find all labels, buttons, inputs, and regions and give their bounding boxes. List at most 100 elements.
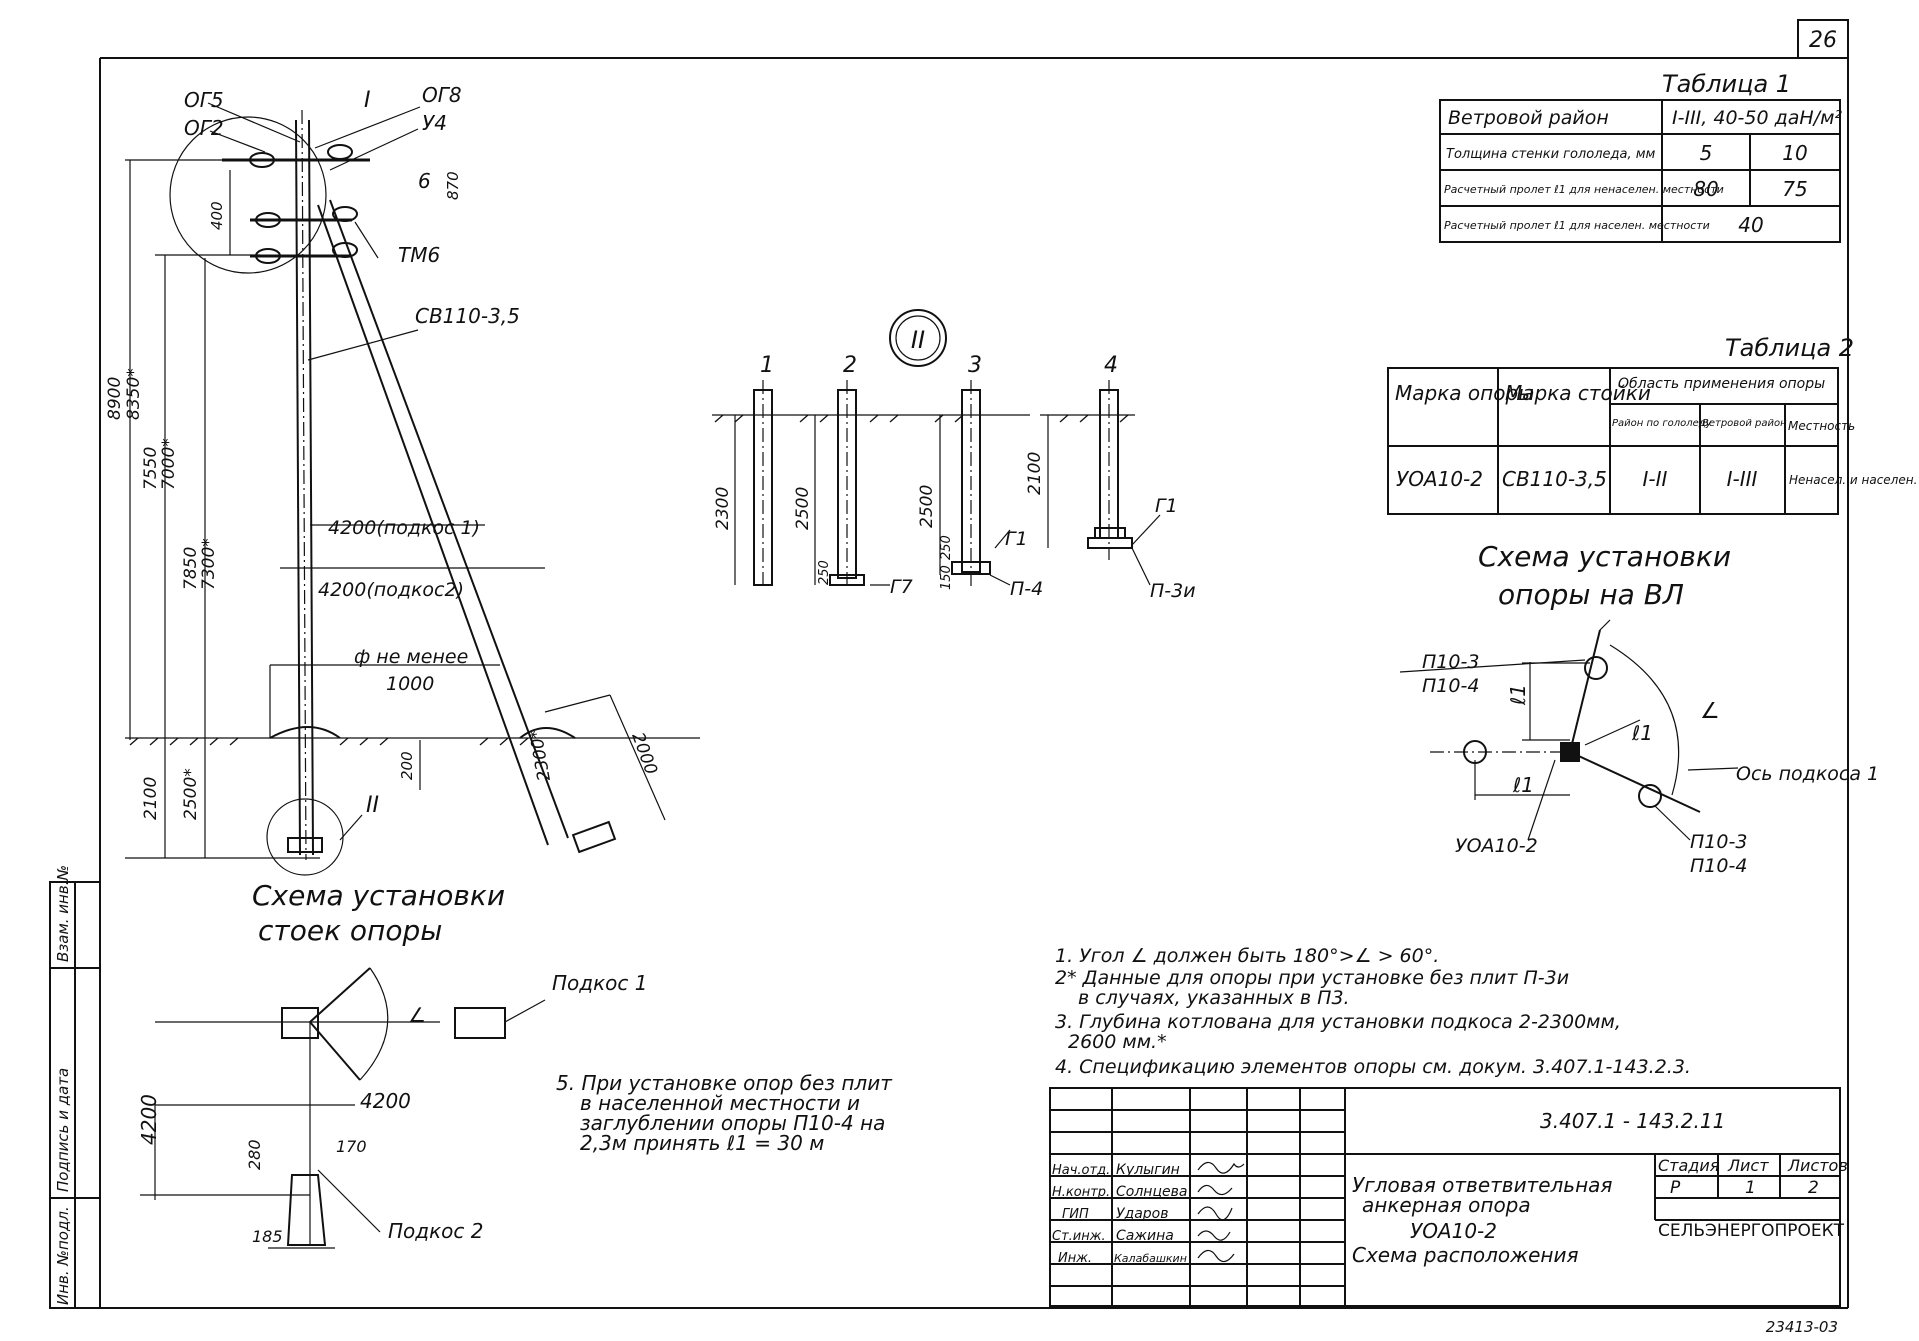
table1-row1-label: Толщина стенки гололеда, мм bbox=[1446, 147, 1656, 162]
plan-brace1: Подкос 1 bbox=[552, 971, 648, 995]
table2-row-post: СВ110-3,5 bbox=[1502, 467, 1607, 491]
dim-870: 870 bbox=[444, 171, 462, 200]
table2-col-terrain: Местность bbox=[1788, 419, 1855, 433]
table1-row2-label: Расчетный пролет ℓ1 для ненаселен. местн… bbox=[1444, 183, 1724, 196]
table2-col-post: Марка стойки bbox=[1505, 381, 1651, 405]
scheme-vl bbox=[1399, 619, 1739, 841]
sheets-header: Листов bbox=[1787, 1156, 1848, 1175]
note5-line4: 2,3м принять ℓ1 = 30 м bbox=[580, 1131, 824, 1155]
dim-7550: 7550 bbox=[141, 447, 161, 490]
main-caption-1: Схема установки bbox=[252, 879, 505, 912]
dim-7850: 7850 bbox=[181, 547, 201, 590]
label-p4: П-4 bbox=[1010, 578, 1043, 600]
scheme-l1a: ℓ1 bbox=[1506, 684, 1530, 706]
plan-4200v: 4200 bbox=[137, 1094, 161, 1145]
scheme-l1c: ℓ1 bbox=[1512, 773, 1534, 797]
table1-row2-v1: 80 bbox=[1693, 177, 1718, 201]
note-3b: 2600 мм.* bbox=[1068, 1031, 1167, 1053]
name-2: Ударов bbox=[1116, 1206, 1169, 1222]
dim-2000: 2000 bbox=[627, 730, 661, 777]
title-block bbox=[1049, 1087, 1841, 1307]
table2-col-support: Марка опоры bbox=[1395, 381, 1534, 405]
role-1: Н.контр. bbox=[1052, 1185, 1110, 1200]
table2-title: Таблица 2 bbox=[1725, 334, 1854, 362]
sheet-value: 1 bbox=[1745, 1178, 1756, 1198]
label-g1a: Г1 bbox=[1005, 528, 1028, 550]
label-og5: ОГ5 bbox=[184, 88, 224, 112]
role-2: ГИП bbox=[1062, 1207, 1089, 1222]
title-line-3: УОА10-2 bbox=[1410, 1219, 1497, 1243]
scheme-title-2: опоры на ВЛ bbox=[1498, 578, 1684, 611]
note-2b: в случаях, указанных в П3. bbox=[1078, 987, 1350, 1009]
name-0: Кулыгин bbox=[1116, 1162, 1180, 1178]
table1-grid bbox=[1439, 99, 1841, 243]
note5-line1: 5. При установке опор без плит bbox=[556, 1071, 893, 1095]
dim-p3b: 250 bbox=[939, 535, 954, 560]
post-num-1: 1 bbox=[760, 353, 774, 378]
stamp-replace-inv: Взам. инв.№ bbox=[54, 865, 72, 962]
label-diam-val: 1000 bbox=[386, 673, 434, 695]
label-six: 6 bbox=[418, 169, 431, 193]
table1-row3-v1: 40 bbox=[1738, 213, 1763, 237]
org-name: СЕЛЬЭНЕРГОПРОЕКТ bbox=[1658, 1221, 1845, 1241]
table2-row-support: УОА10-2 bbox=[1396, 467, 1483, 491]
scheme-p10-4a: П10-4 bbox=[1422, 675, 1479, 697]
post-num-3: 3 bbox=[968, 353, 982, 378]
label-diam: ф не менее bbox=[354, 646, 468, 668]
dim-2100: 2100 bbox=[141, 777, 161, 820]
role-0: Нач.отд. bbox=[1052, 1163, 1110, 1178]
table2-row-wind: I-III bbox=[1727, 467, 1758, 491]
label-og8: ОГ8 bbox=[422, 83, 462, 107]
table1-header-label: Ветровой район bbox=[1448, 107, 1609, 129]
note-3: 3. Глубина котлована для установки подко… bbox=[1055, 1011, 1621, 1033]
role-3: Ст.инж. bbox=[1052, 1229, 1106, 1244]
label-g7: Г7 bbox=[890, 576, 913, 598]
table2-col-wind: Ветровой район bbox=[1702, 418, 1787, 429]
main-caption-2: стоек опоры bbox=[258, 914, 442, 947]
dim-p4: 2100 bbox=[1025, 452, 1045, 495]
dim-p2: 2500 bbox=[793, 487, 813, 530]
plan-280: 280 bbox=[245, 1139, 264, 1170]
dim-200: 200 bbox=[398, 751, 416, 780]
table2-row-terrain: Ненасел. и населен. bbox=[1789, 473, 1917, 487]
scheme-p10-3a: П10-3 bbox=[1422, 651, 1479, 673]
page-number: 26 bbox=[1809, 28, 1837, 53]
table1-row1-v2: 10 bbox=[1782, 141, 1807, 165]
label-p3i: П-3и bbox=[1150, 580, 1196, 602]
detail-II bbox=[712, 309, 1161, 590]
dim-7000: 7000* bbox=[159, 438, 179, 490]
label-post: СВ110-3,5 bbox=[415, 304, 520, 328]
name-3: Сажина bbox=[1116, 1228, 1174, 1244]
table1-title: Таблица 1 bbox=[1662, 70, 1791, 98]
plan-brace2: Подкос 2 bbox=[388, 1219, 484, 1243]
table2-col-area: Область применения опоры bbox=[1618, 376, 1825, 392]
table1-row2-v2: 75 bbox=[1782, 177, 1807, 201]
label-roman1: I bbox=[364, 88, 371, 113]
label-roman2: II bbox=[366, 793, 379, 818]
stage-header: Стадия bbox=[1658, 1156, 1720, 1175]
scheme-uoa: УОА10-2 bbox=[1455, 835, 1538, 857]
scheme-title-1: Схема установки bbox=[1478, 540, 1731, 573]
stage-value: Р bbox=[1670, 1178, 1681, 1198]
dim-p1: 2300 bbox=[713, 487, 733, 530]
detail-II-marker: II bbox=[911, 326, 925, 354]
name-4: Калабашкин bbox=[1114, 1252, 1187, 1265]
label-brace1: 4200(подкос 1) bbox=[328, 517, 480, 539]
main-elevation bbox=[125, 102, 700, 876]
label-tm6: ТМ6 bbox=[398, 243, 440, 267]
note-4: 4. Спецификацию элементов опоры см. доку… bbox=[1055, 1056, 1691, 1078]
dim-p3c: 150 bbox=[939, 565, 954, 590]
dim-7300: 7300* bbox=[199, 538, 219, 590]
stamp-inv-orig: Инв. №подл. bbox=[54, 1206, 72, 1305]
label-g1b: Г1 bbox=[1155, 495, 1178, 517]
title-line-2: анкерная опора bbox=[1362, 1193, 1531, 1217]
table1-row3-label: Расчетный пролет ℓ1 для населен. местнос… bbox=[1444, 219, 1710, 232]
table2-grid bbox=[1387, 367, 1839, 515]
dim-2500: 2500* bbox=[181, 768, 201, 820]
scheme-p10-4b: П10-4 bbox=[1690, 855, 1747, 877]
plan-185: 185 bbox=[252, 1227, 283, 1246]
note5-line2: в населенной местности и bbox=[580, 1091, 860, 1115]
dim-p3: 2500 bbox=[917, 485, 937, 528]
plan-170: 170 bbox=[336, 1137, 367, 1156]
